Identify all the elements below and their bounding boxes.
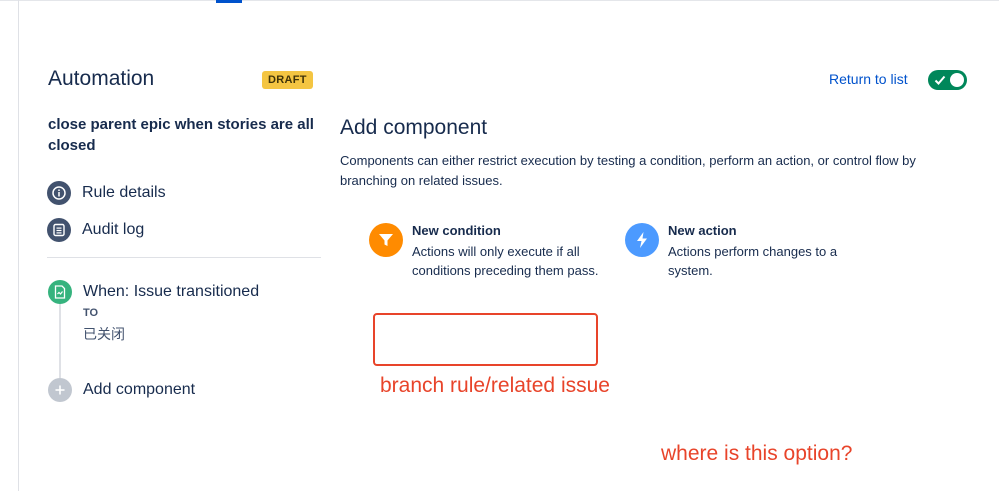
add-component-button[interactable]: Add component bbox=[83, 381, 196, 398]
info-icon bbox=[47, 181, 71, 205]
annotation-box bbox=[373, 313, 598, 366]
card-description: Actions perform changes to a system. bbox=[668, 244, 838, 278]
page-title: Automation bbox=[48, 67, 155, 90]
card-title: New condition bbox=[412, 223, 501, 238]
main-description: Components can either restrict execution… bbox=[340, 153, 916, 188]
card-description: Actions will only execute if all conditi… bbox=[412, 244, 599, 278]
sidebar-item-label: Rule details bbox=[82, 184, 166, 201]
sidebar-divider bbox=[47, 257, 321, 258]
sidebar-item-rule-details[interactable]: Rule details bbox=[47, 181, 166, 205]
check-icon bbox=[934, 75, 946, 85]
annotation-question: where is this option? bbox=[661, 442, 853, 465]
rule-name: close parent epic when stories are all c… bbox=[48, 116, 314, 154]
card-title: New action bbox=[668, 223, 737, 238]
return-to-list-link[interactable]: Return to list bbox=[829, 71, 908, 87]
trigger-to-label: TO bbox=[83, 307, 99, 319]
new-condition-card[interactable]: New condition Actions will only execute … bbox=[369, 223, 619, 280]
active-tab-indicator bbox=[216, 0, 242, 3]
top-border bbox=[0, 0, 999, 1]
sidebar-item-audit-log[interactable]: Audit log bbox=[47, 218, 144, 242]
plus-icon[interactable] bbox=[48, 378, 72, 402]
trigger-label[interactable]: When: Issue transitioned bbox=[83, 283, 260, 300]
trigger-icon[interactable] bbox=[48, 280, 72, 304]
new-action-card[interactable]: New action Actions perform changes to a … bbox=[625, 223, 865, 280]
flow-connector bbox=[59, 302, 61, 378]
main-heading: Add component bbox=[340, 116, 488, 139]
draft-badge: DRAFT bbox=[262, 71, 313, 89]
sidebar-item-label: Audit log bbox=[82, 221, 145, 238]
lightning-icon bbox=[625, 223, 659, 257]
rule-enabled-toggle[interactable] bbox=[928, 70, 967, 90]
annotation-label: branch rule/related issue bbox=[380, 374, 610, 397]
filter-icon bbox=[369, 223, 403, 257]
toggle-knob bbox=[950, 73, 964, 87]
list-icon bbox=[47, 218, 71, 242]
trigger-to-value: 已关闭 bbox=[83, 326, 125, 342]
left-border bbox=[18, 0, 19, 491]
